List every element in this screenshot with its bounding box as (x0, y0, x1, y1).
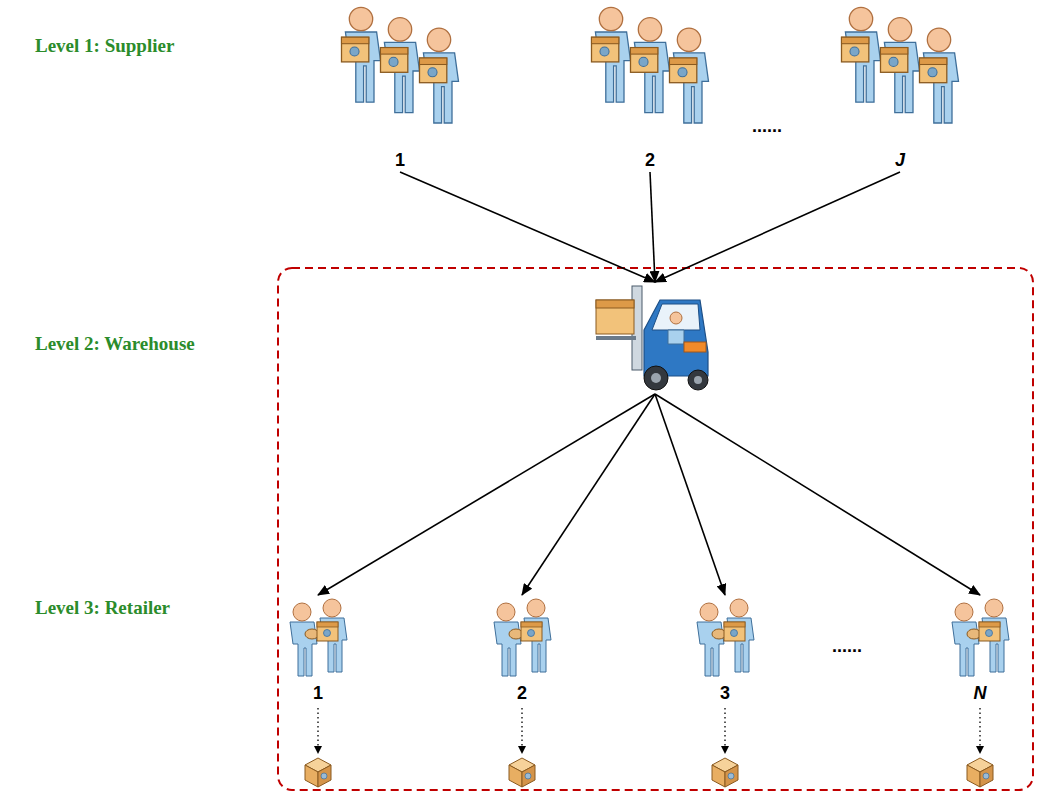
retailer-icon (494, 599, 551, 676)
node-number: 1 (395, 150, 405, 170)
retailer-node: N (925, 595, 1035, 705)
retailer-node: 1 (263, 595, 373, 705)
node-number: 2 (645, 150, 655, 170)
supplier-node: 1 (345, 2, 455, 172)
node-number: J (895, 150, 905, 170)
product-icon (967, 758, 993, 787)
node-number: N (974, 683, 987, 703)
warehouse-node (592, 282, 718, 394)
level-label: Level 1: Supplier (35, 35, 174, 57)
product-icon (712, 758, 738, 787)
supplier-icon (342, 7, 459, 123)
retailer-icon (952, 599, 1009, 676)
retailer-node: 3 (670, 595, 780, 705)
level-label: Level 3: Retailer (35, 597, 170, 619)
product-icon (305, 758, 331, 787)
supplier-icon (592, 7, 709, 123)
flow-arrow (522, 394, 655, 595)
flow-arrow (400, 172, 655, 282)
ellipsis: ...... (832, 636, 862, 657)
node-number: 1 (313, 683, 323, 703)
forklift-icon (596, 286, 708, 390)
supplier-node: J (845, 2, 955, 172)
retailer-node: 2 (467, 595, 577, 705)
node-number: 3 (720, 683, 730, 703)
level-label: Level 2: Warehouse (35, 333, 195, 355)
retailer-icon (290, 599, 347, 676)
flow-arrow (655, 394, 980, 595)
retailer-icon (697, 599, 754, 676)
supplier-icon (842, 7, 959, 123)
product-icon (509, 758, 535, 787)
supplier-node: 2 (595, 2, 705, 172)
node-number: 2 (517, 683, 527, 703)
dashed-region (278, 268, 1033, 790)
dotted-arrows (318, 708, 980, 752)
flow-arrow (655, 394, 725, 595)
ellipsis: ...... (752, 116, 782, 137)
flow-arrow (655, 172, 900, 282)
flow-arrow (650, 172, 655, 282)
flow-arrow (318, 394, 655, 595)
